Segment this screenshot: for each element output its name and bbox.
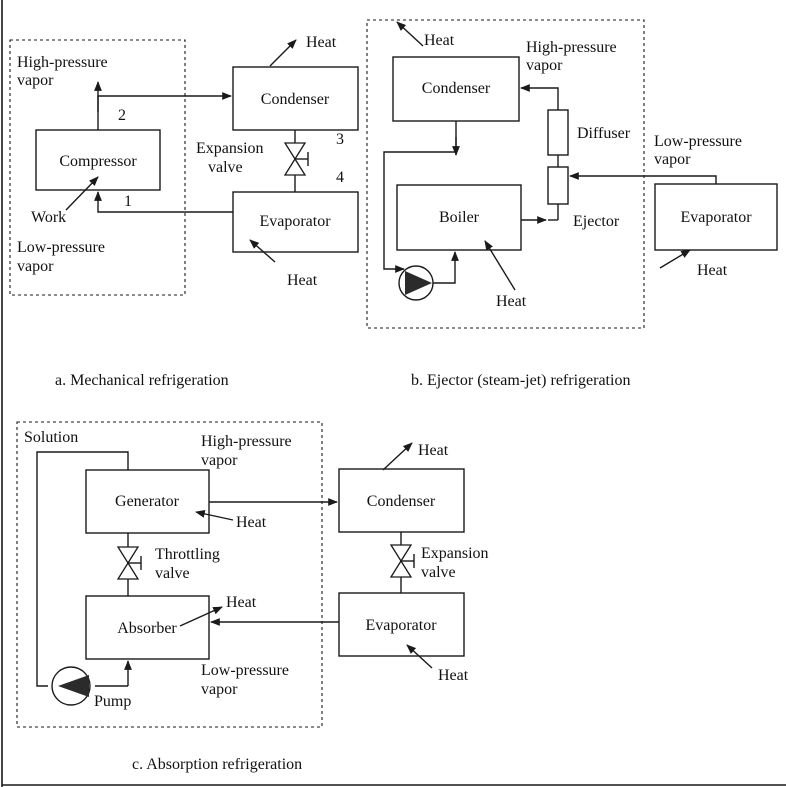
evaporator-box-b — [654, 183, 778, 251]
work-label: Work — [31, 209, 66, 226]
evaporator-label-a: Evaporator — [259, 213, 331, 230]
diffuser-tube — [547, 109, 569, 156]
panel-mechanical: Compressor Condenser Evaporator Heat Hea… — [9, 34, 359, 389]
solution-loop — [36, 451, 129, 687]
expansion-valve-label-c: valve — [421, 564, 456, 581]
expansion-valve-label-a: valve — [208, 159, 243, 176]
heat-arrow-evaporator-a — [249, 239, 276, 263]
heat-arrow-boiler — [484, 240, 516, 291]
heat-label-c-absorber: Heat — [226, 594, 257, 611]
expansion-label-c: Expansion — [421, 545, 489, 562]
absorber-box — [85, 595, 210, 660]
condenser-box-b — [392, 56, 520, 122]
throttling-valve-label: valve — [155, 565, 190, 582]
evaporator-label-c: Evaporator — [365, 617, 437, 634]
flow-evaporator-to-compressor — [94, 191, 233, 213]
low-pressure-vapor-a: vapor — [17, 258, 54, 275]
heat-label-c-evaporator: Heat — [438, 667, 469, 684]
absorption-boundary — [16, 421, 323, 728]
solution-label: Solution — [24, 429, 78, 446]
condenser-label-b: Condenser — [422, 80, 491, 97]
flow-diffuser-to-condenser — [520, 84, 559, 110]
high-pressure-vapor-c: vapor — [201, 452, 238, 469]
expansion-valve-a — [283, 142, 309, 176]
throttling-valve — [116, 546, 142, 580]
flow-pump-to-boiler — [433, 251, 459, 284]
work-arrow — [65, 176, 99, 211]
ejector-label: Ejector — [573, 213, 620, 230]
boiler-box — [396, 184, 522, 251]
ejector-boundary — [366, 19, 645, 329]
low-pressure-label-c: Low-pressure — [201, 662, 289, 679]
panel-ejector: Condenser Boiler Evaporator Heat — [366, 19, 778, 389]
condenser-label-c: Condenser — [367, 493, 436, 510]
condenser-label-a: Condenser — [261, 91, 330, 108]
pump-icon-c — [51, 666, 91, 706]
flow-to-pump — [383, 151, 456, 273]
pump-icon-b — [398, 265, 434, 301]
evaporator-label-b: Evaporator — [680, 209, 752, 226]
panel-absorption: Generator Absorber Condenser Evaporator — [16, 421, 489, 773]
state-3-label: 3 — [336, 131, 344, 148]
heat-arrow-condenser-a — [269, 39, 297, 67]
state-1-label: 1 — [124, 193, 132, 210]
condenser-box-a — [232, 66, 359, 131]
heat-label-c-generator: Heat — [236, 514, 267, 531]
generator-label: Generator — [115, 493, 180, 510]
heat-arrow-evaporator-c — [406, 644, 433, 669]
pump-label: Pump — [94, 693, 131, 710]
heat-label-b-boiler: Heat — [496, 293, 527, 310]
boiler-label: Boiler — [439, 209, 480, 226]
high-pressure-vapor-a: vapor — [17, 72, 54, 89]
high-pressure-vapor-b: vapor — [526, 57, 563, 74]
heat-label-b-condenser: Heat — [424, 32, 455, 49]
heat-arrow-absorber — [179, 606, 223, 627]
diffuser-label: Diffuser — [577, 125, 631, 142]
heat-arrow-evaporator-b — [659, 249, 691, 269]
throttling-label: Throttling — [155, 546, 220, 563]
flow-evaporator-to-ejector — [569, 172, 717, 184]
expansion-valve-c — [389, 544, 415, 578]
caption-b: b. Ejector (steam-jet) refrigeration — [411, 372, 630, 389]
generator-box — [85, 469, 210, 534]
high-pressure-label-b: High-pressure — [526, 39, 617, 56]
heat-label-a-bottom: Heat — [287, 272, 318, 289]
high-pressure-label-c: High-pressure — [201, 433, 292, 450]
condenser-box-c — [338, 468, 465, 533]
low-pressure-vapor-b: vapor — [654, 151, 691, 168]
heat-label-c-condenser: Heat — [418, 442, 449, 459]
absorber-label: Absorber — [117, 620, 177, 637]
ejector-tube — [547, 166, 569, 205]
low-pressure-vapor-c: vapor — [201, 681, 238, 698]
heat-arrow-generator — [195, 510, 234, 521]
compressor-boundary — [9, 39, 186, 296]
state-2-label: 2 — [118, 107, 126, 124]
caption-a: a. Mechanical refrigeration — [55, 372, 229, 389]
heat-arrow-condenser-c — [382, 442, 413, 471]
caption-c: c. Absorption refrigeration — [132, 756, 302, 773]
state-4-label: 4 — [336, 169, 344, 186]
expansion-label-a: Expansion — [196, 140, 264, 157]
heat-label-b-evaporator: Heat — [697, 262, 728, 279]
high-pressure-label-a: High-pressure — [17, 54, 108, 71]
low-pressure-label-a: Low-pressure — [17, 239, 105, 256]
low-pressure-label-b: Low-pressure — [654, 133, 742, 150]
evaporator-box-c — [338, 592, 465, 657]
compressor-label: Compressor — [59, 153, 137, 170]
heat-arrow-condenser-b — [396, 21, 424, 47]
heat-label-a-top: Heat — [306, 34, 337, 51]
